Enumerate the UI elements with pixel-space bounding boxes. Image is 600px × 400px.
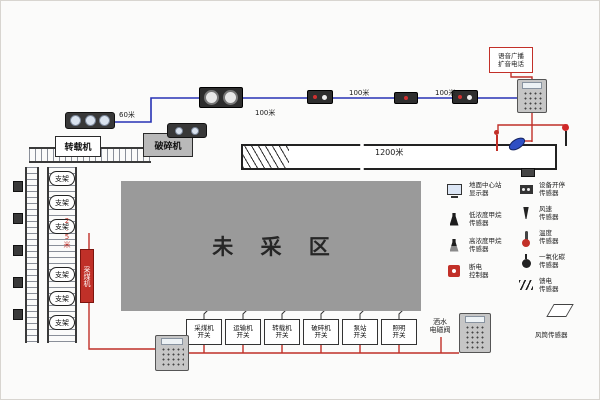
- feed-power-icon: [517, 277, 535, 293]
- support-item: 支架: [49, 267, 75, 282]
- water-valve-label: 洒水 电磁阀: [429, 318, 451, 334]
- legend-label-wind: 风速 传感器: [539, 205, 559, 221]
- switch-box-transfer: 转载机 开关: [264, 319, 300, 345]
- support-item: 支架: [49, 195, 75, 210]
- legend-label-feed: 馈电 传感器: [539, 277, 559, 293]
- keypad-keys: [463, 324, 487, 350]
- switch-box-crusher: 破碎机 开关: [303, 319, 339, 345]
- keypad-keys: [160, 346, 184, 368]
- cable-junction-box-3-icon: [452, 90, 478, 104]
- rail-sensor-icon: [13, 277, 23, 288]
- temperature-icon: [517, 229, 535, 247]
- air-duct-icon: [546, 301, 574, 319]
- switch-box-lighting: 照明 开关: [381, 319, 417, 345]
- belt-drive-unit-icon: [199, 87, 243, 108]
- outstation-keypad-left-icon: [155, 335, 189, 371]
- belt-onoff-sensor-icon: [521, 168, 535, 177]
- legend-label-methane-low: 低浓度甲烷 传感器: [469, 211, 502, 227]
- switch-box-conveyor: 运输机 开关: [225, 319, 261, 345]
- shearer-box: 采煤机: [80, 249, 94, 303]
- co-icon: [517, 253, 535, 269]
- broadcast-phone-box: 语音广播 扩音电话: [489, 47, 533, 73]
- keypad-screen: [160, 338, 184, 345]
- distance-100m-c: 100米: [435, 89, 456, 97]
- shearer-label: 采煤机: [83, 265, 91, 287]
- broadcast-phone-line2: 扩音电话: [498, 60, 524, 68]
- legend-label-onoff: 设备开停 传感器: [539, 181, 565, 197]
- keypad-screen: [464, 316, 486, 323]
- keypad-screen: [522, 82, 542, 89]
- power-cutoff-icon: [445, 263, 463, 279]
- transfer-machine-box: 转载机: [55, 136, 101, 157]
- support-item: 支架: [49, 315, 75, 330]
- support-item: 支架: [49, 291, 75, 306]
- unmined-area: 未 采 区: [121, 181, 421, 311]
- rail-sensor-icon: [13, 181, 23, 192]
- legend-label-center-station: 地面中心站 显示器: [469, 181, 502, 197]
- distance-100m-b: 100米: [349, 89, 370, 97]
- support-item: 支架: [49, 171, 75, 186]
- crusher-motor-icon: [167, 123, 207, 138]
- cable-junction-box-1-icon: [307, 90, 333, 104]
- legend-label-temperature: 温度 传感器: [539, 229, 559, 245]
- temperature-sensor-icon: [494, 130, 499, 151]
- rail-sensor-icon: [13, 213, 23, 224]
- transfer-machine-label: 转载机: [64, 143, 92, 153]
- sound-light-alarm-icon: [562, 124, 569, 146]
- rail-sensor-icon: [13, 309, 23, 320]
- keypad-keys: [521, 90, 543, 110]
- methane-low-icon: [445, 211, 463, 227]
- switch-box-shearer: 采煤机 开关: [186, 319, 222, 345]
- belt-drive-hatch: [243, 146, 289, 168]
- rail-sensor-icon: [13, 245, 23, 256]
- distance-60m: 60米: [119, 111, 135, 119]
- switch-box-pump: 泵站 开关: [342, 319, 378, 345]
- distance-1200m: 1200米: [375, 148, 404, 157]
- distance-2-5m: 2.5米: [63, 217, 71, 248]
- left-rail: [25, 167, 39, 343]
- legend-label-air-duct: 风筒传感器: [535, 331, 568, 339]
- monitor-icon: [445, 181, 463, 198]
- broadcast-phone-line1: 语音广播: [498, 52, 524, 60]
- legend-label-methane-high: 高浓度甲烷 传感器: [469, 237, 502, 253]
- wind-speed-icon: [517, 205, 535, 221]
- outstation-keypad-right-icon: [459, 313, 491, 353]
- belt-break-mark: [355, 144, 369, 170]
- methane-high-icon: [445, 237, 463, 253]
- legend-label-co: 一氧化碳 传感器: [539, 253, 565, 269]
- legend-label-power-cutoff: 断电 控制器: [469, 263, 489, 279]
- belt-conveyor: [241, 144, 557, 170]
- substation-keypad-icon: [517, 79, 547, 113]
- unmined-area-label: 未 采 区: [212, 235, 340, 259]
- support-item: 支架: [49, 219, 75, 234]
- loader-motor-icon: [65, 112, 115, 129]
- distance-100m-a: 100米: [255, 109, 276, 117]
- equipment-onoff-icon: [517, 181, 535, 197]
- crusher-label: 破碎机: [154, 141, 182, 152]
- cable-junction-box-2-icon: [394, 92, 418, 104]
